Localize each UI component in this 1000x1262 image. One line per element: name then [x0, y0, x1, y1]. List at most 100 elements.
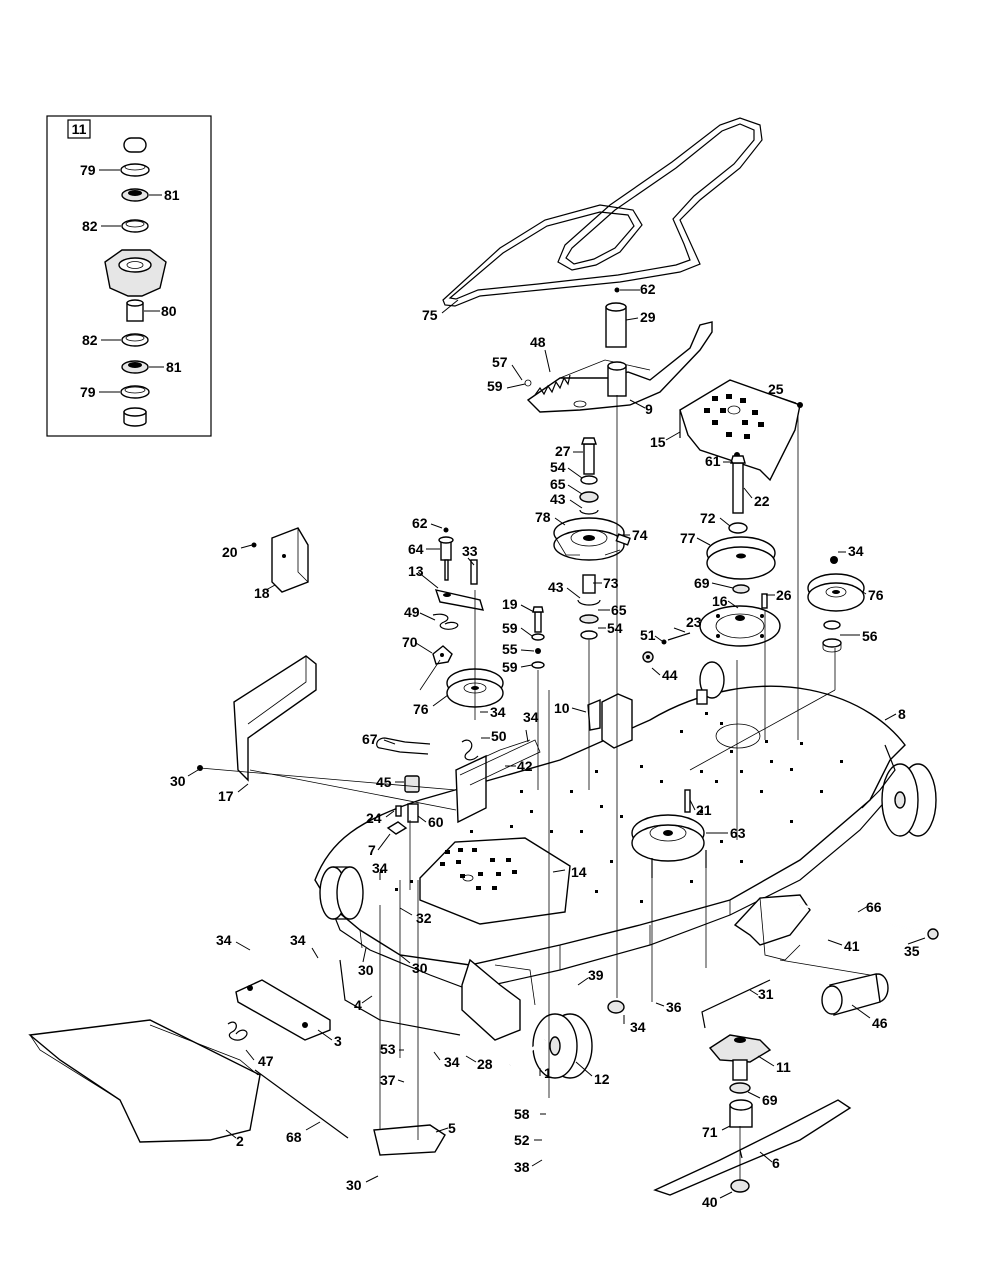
callout-label: 81 [166, 359, 182, 375]
callout-label: 53 [380, 1041, 396, 1057]
callouts: 75 62 29 48 57 59 9 25 15 27 54 65 43 78… [170, 281, 926, 1210]
callout-label: 31 [758, 986, 774, 1002]
callout-label: 77 [680, 530, 696, 546]
callout-label: 45 [376, 774, 392, 790]
callout-label: 76 [868, 587, 884, 603]
callout-label: 18 [254, 585, 270, 601]
callout-label: 34 [290, 932, 306, 948]
callout-label: 34 [490, 704, 506, 720]
callout-label: 67 [362, 731, 378, 747]
callout-label: 25 [768, 381, 784, 397]
callout-label: 21 [696, 802, 712, 818]
callout-label: 34 [372, 860, 388, 876]
callout-label: 19 [502, 596, 518, 612]
callout-label: 68 [286, 1129, 302, 1145]
callout-label: 55 [502, 641, 518, 657]
callout-label: 79 [80, 384, 96, 400]
callout-label: 41 [844, 938, 860, 954]
bracket-17 [197, 655, 317, 782]
callout-label: 37 [380, 1072, 396, 1088]
callout-label: 80 [161, 303, 177, 319]
callout-label: 8 [898, 706, 906, 722]
assembly-lines [199, 395, 836, 1180]
callout-label: 75 [422, 307, 438, 323]
callout-label: 34 [630, 1019, 646, 1035]
discharge-chute [28, 979, 446, 1156]
callout-label: 59 [502, 659, 518, 675]
callout-label: 82 [82, 218, 98, 234]
callout-label: 57 [492, 354, 508, 370]
callout-label: 72 [700, 510, 716, 526]
callout-label: 69 [694, 575, 710, 591]
inset-box-label: 11 [72, 121, 87, 137]
callout-label: 14 [571, 864, 587, 880]
callout-label: 29 [640, 309, 656, 325]
callout-label: 47 [258, 1053, 274, 1069]
callout-label: 46 [872, 1015, 888, 1031]
callout-label: 30 [170, 773, 186, 789]
callout-label: 50 [491, 728, 507, 744]
callout-label: 30 [358, 962, 374, 978]
callout-label: 5 [448, 1120, 456, 1136]
callout-label: 26 [776, 587, 792, 603]
callout-label: 17 [218, 788, 234, 804]
callout-label: 64 [408, 541, 424, 557]
inset-spindle-assembly: 11 79 81 82 [46, 115, 212, 437]
callout-label: 32 [416, 910, 432, 926]
callout-label: 82 [82, 332, 98, 348]
belt-guard-15 [679, 379, 803, 482]
callout-label: 59 [487, 378, 503, 394]
callout-label: 71 [702, 1124, 718, 1140]
callout-label: 22 [754, 493, 770, 509]
callout-label: 65 [611, 602, 627, 618]
callout-label: 34 [523, 709, 539, 725]
callout-label: 61 [705, 453, 721, 469]
callout-label: 1 [544, 1065, 552, 1081]
callout-label: 28 [477, 1056, 493, 1072]
callout-label: 20 [222, 544, 238, 560]
mower-deck [314, 661, 939, 1196]
callout-label: 49 [404, 604, 420, 620]
callout-label: 65 [550, 476, 566, 492]
callout-label: 34 [216, 932, 232, 948]
callout-label: 76 [413, 701, 429, 717]
callout-label: 56 [862, 628, 878, 644]
callout-label: 2 [236, 1133, 244, 1149]
callout-label: 4 [354, 997, 362, 1013]
callout-label: 12 [594, 1071, 610, 1087]
callout-label: 30 [412, 960, 428, 976]
callout-label: 34 [444, 1054, 460, 1070]
callout-label: 36 [666, 999, 682, 1015]
callout-label: 62 [412, 515, 428, 531]
callout-label: 66 [866, 899, 882, 915]
callout-label: 35 [904, 943, 920, 959]
idler-arm-assembly [524, 287, 713, 413]
callout-label: 43 [548, 579, 564, 595]
callout-label: 11 [776, 1059, 791, 1075]
callout-label: 30 [346, 1177, 362, 1193]
callout-label: 43 [550, 491, 566, 507]
callout-label: 79 [80, 162, 96, 178]
right-spindle-stack [699, 452, 781, 647]
callout-label: 27 [555, 443, 571, 459]
callout-label: 78 [535, 509, 551, 525]
callout-label: 6 [772, 1155, 780, 1171]
callout-label: 13 [408, 563, 424, 579]
callout-label: 38 [514, 1159, 530, 1175]
callout-label: 54 [607, 620, 623, 636]
callout-label: 59 [502, 620, 518, 636]
callout-label: 54 [550, 459, 566, 475]
belt-75 [442, 117, 763, 307]
callout-label: 73 [603, 575, 619, 591]
callout-label: 9 [645, 401, 653, 417]
callout-label: 10 [554, 700, 570, 716]
callout-label: 42 [517, 758, 533, 774]
callout-label: 51 [640, 627, 656, 643]
callout-label: 62 [640, 281, 656, 297]
callout-label: 23 [686, 614, 702, 630]
callout-label: 74 [632, 527, 648, 543]
callout-label: 81 [164, 187, 180, 203]
callout-label: 33 [462, 543, 478, 559]
callout-label: 58 [514, 1106, 530, 1122]
